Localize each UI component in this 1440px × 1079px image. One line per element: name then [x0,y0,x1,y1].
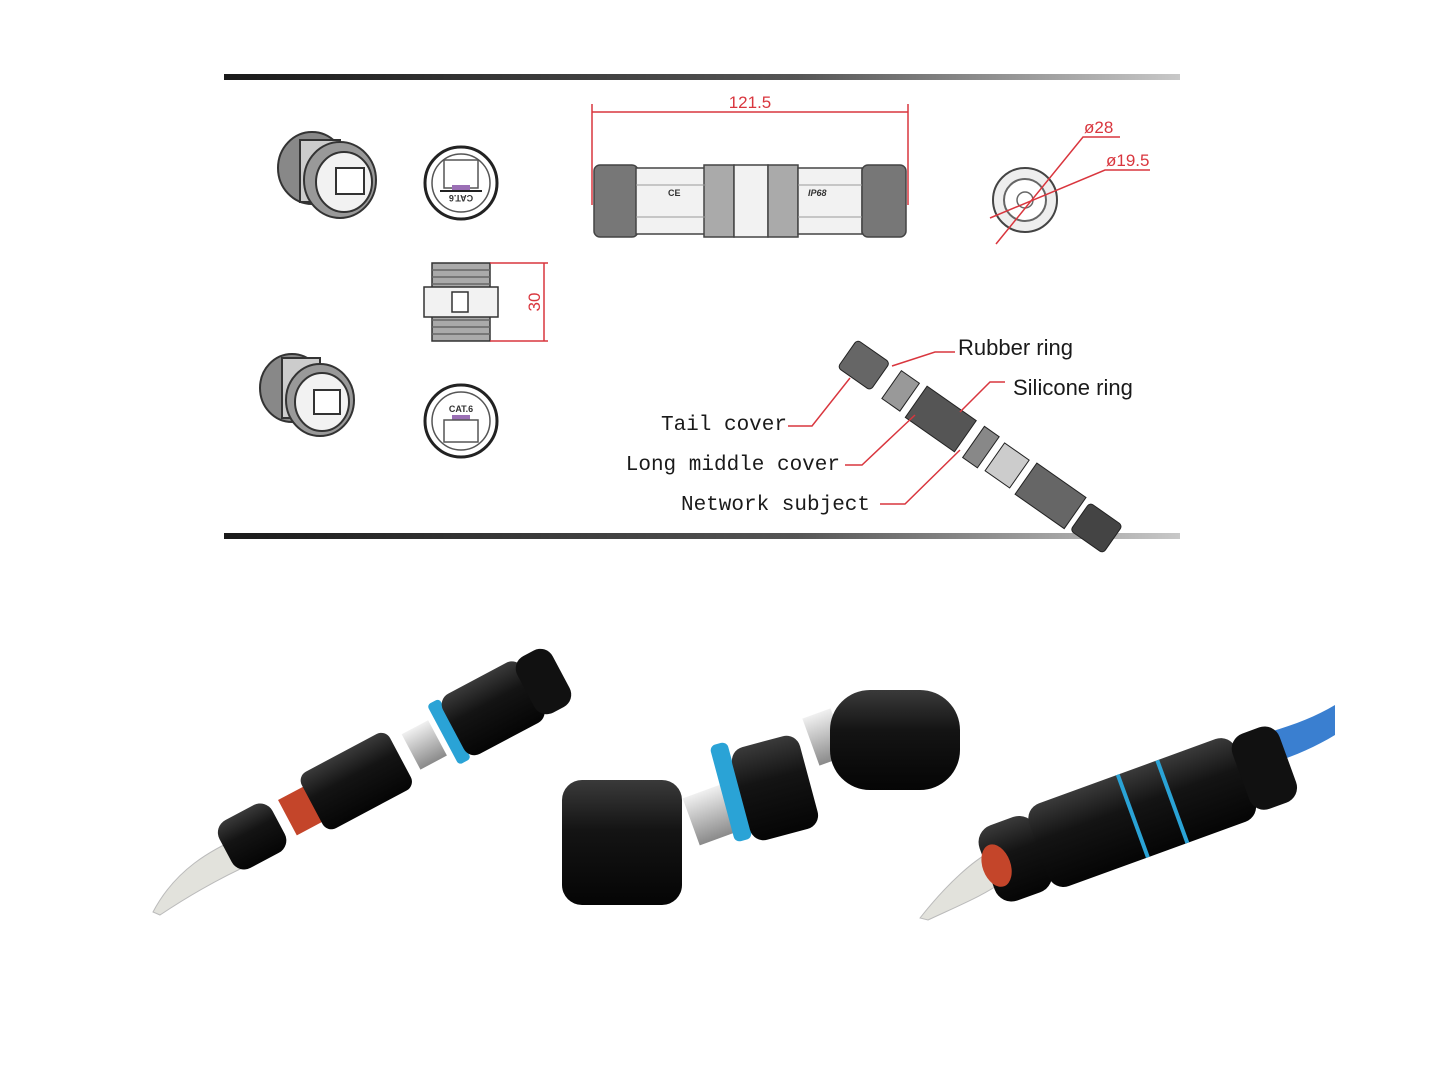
photo-step-2 [562,690,960,905]
iso-view-top [277,131,377,219]
outer-diameter: ø28 [1084,118,1113,137]
length-view: 121.5 CE IP68 [591,93,909,238]
top-divider [224,74,1180,80]
side-view: 30 [423,262,548,342]
port-label-top: CAT.6 [449,193,473,203]
ip68-mark: IP68 [808,188,827,198]
label-long-middle-cover: Long middle cover [626,454,840,477]
photo-step-1 [152,648,572,916]
end-view: ø28 ø19.5 [989,118,1150,245]
ce-mark: CE [668,188,681,198]
iso-view-bottom [259,353,355,437]
bottom-divider [224,533,1180,539]
label-network-subject: Network subject [681,494,870,517]
length-dimension: 121.5 [729,93,772,112]
label-rubber-ring: Rubber ring [958,335,1073,360]
port-view-bottom: CAT.6 [423,383,499,459]
port-view-top: CAT.6 [423,145,499,221]
label-tail-cover: Tail cover [661,414,787,437]
inner-diameter: ø19.5 [1106,151,1149,170]
port-label-bottom: CAT.6 [449,404,473,414]
exploded-view: Rubber ring Silicone ring Tail cover Lon… [626,335,1133,553]
height-dimension: 30 [525,293,544,312]
label-silicone-ring: Silicone ring [1013,375,1133,400]
photo-step-3 [919,705,1335,921]
